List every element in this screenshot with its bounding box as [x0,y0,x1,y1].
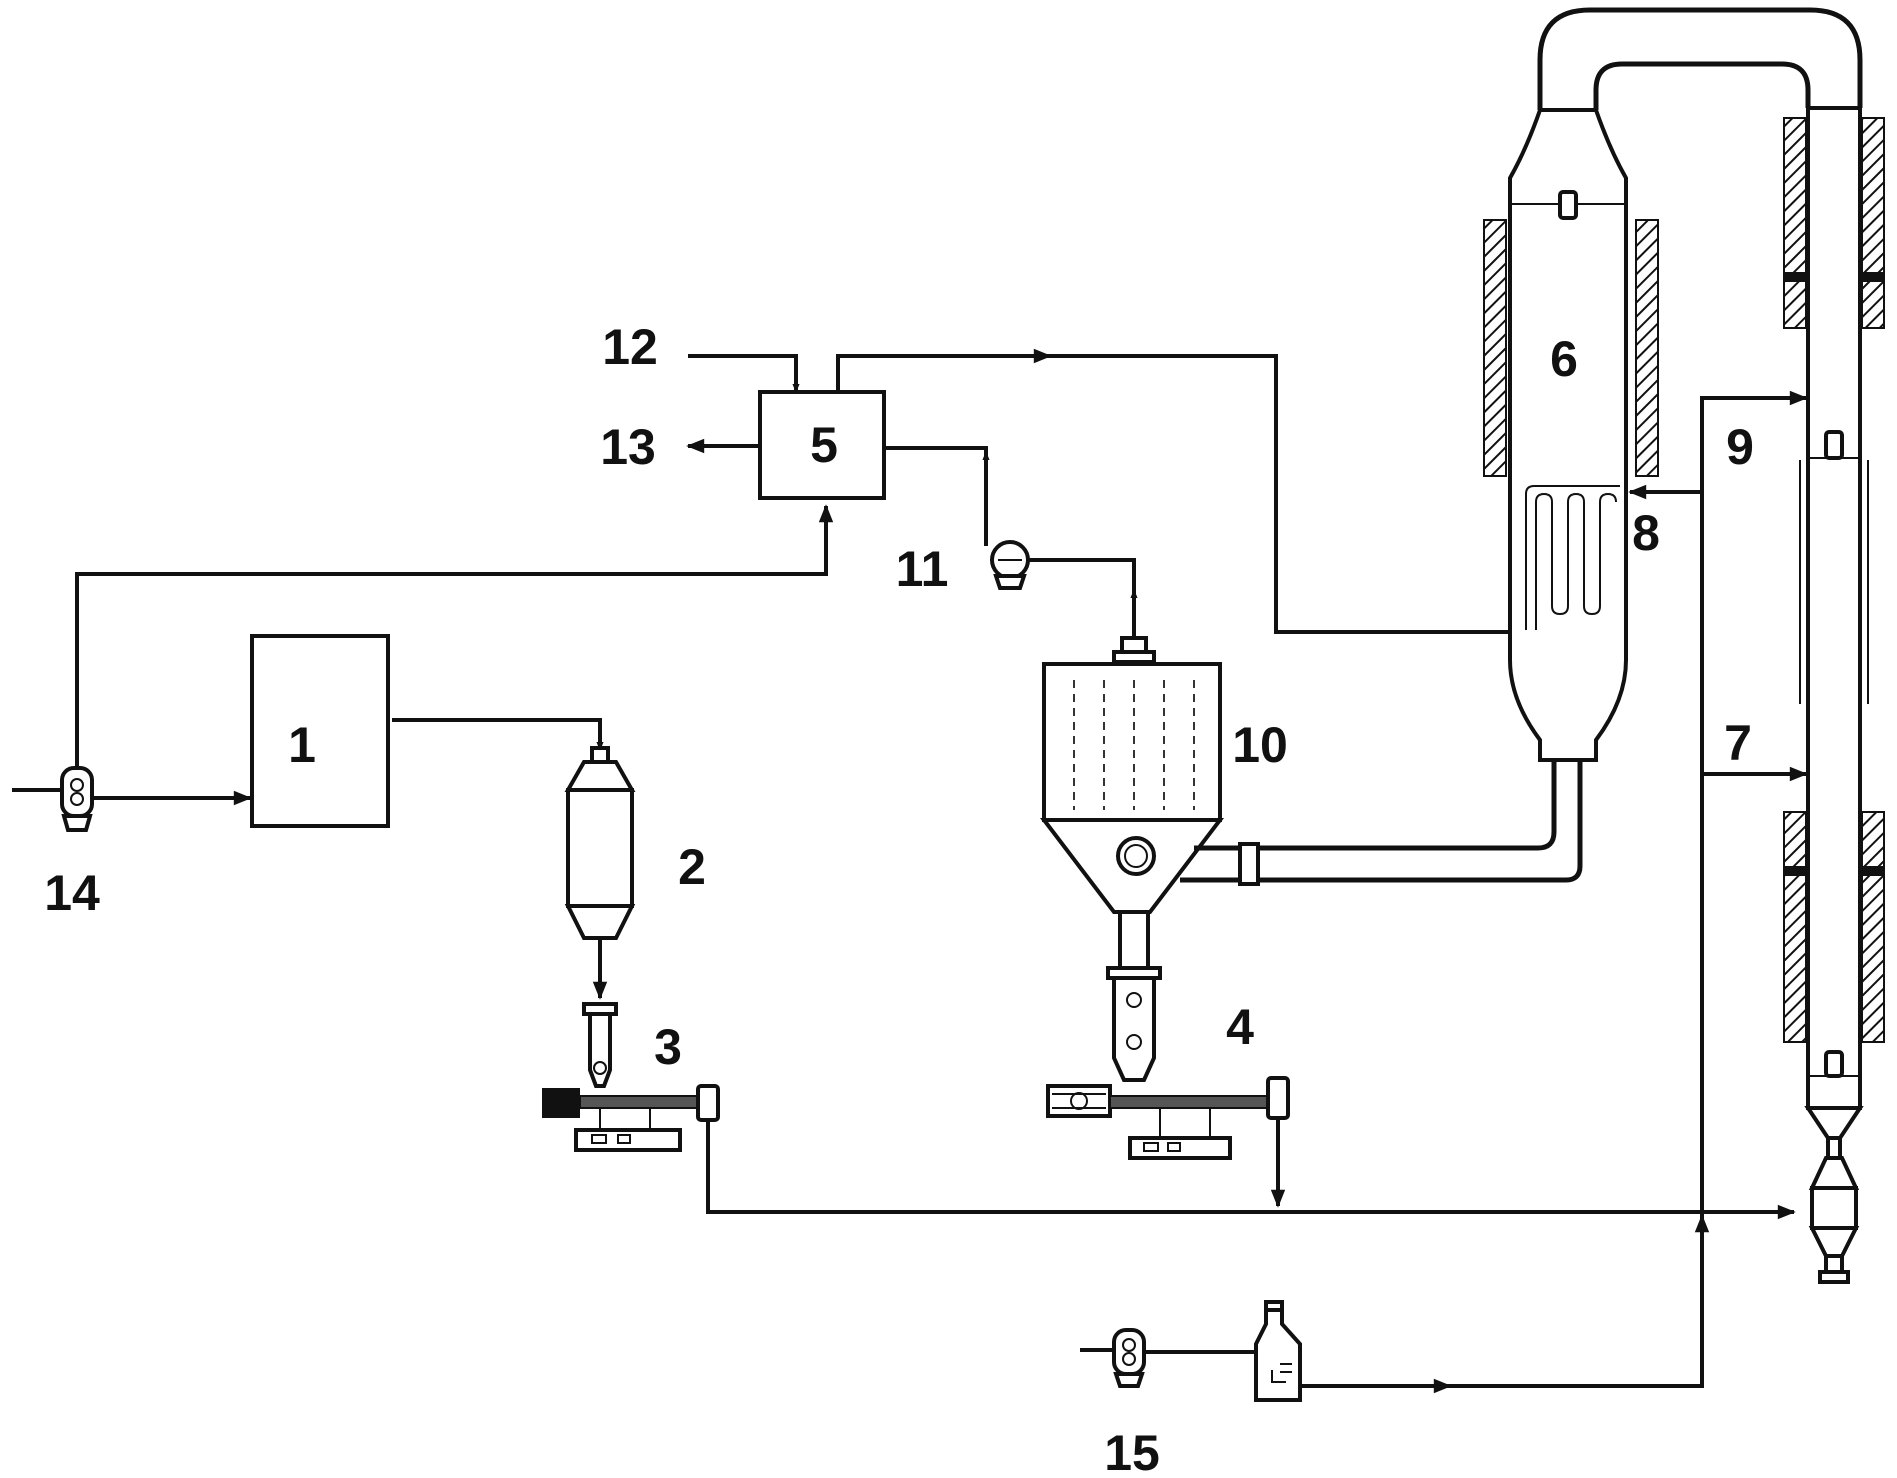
tank-15 [1254,1300,1302,1402]
pump-11 [990,540,1030,590]
screw-feeder-4 [1046,966,1290,1160]
pipe-5-to-6 [836,354,1527,640]
label-8: 8 [1632,505,1660,561]
riser-reactor [1783,106,1885,1284]
pipe-10-to-11 [1028,558,1136,636]
blower-15 [1080,1328,1146,1388]
blower-14 [12,766,94,832]
unit-5-box [758,390,886,500]
bag-filter-10 [1039,636,1225,972]
pipe-1-to-2 [392,718,604,751]
screw-feeder-3 [542,1002,720,1152]
label-6: 6 [1550,331,1578,387]
label-10: 10 [1232,717,1288,773]
label-13: 13 [600,419,656,475]
pipe-11-to-5 [884,446,988,546]
pipe-3-to-riser [706,1120,1796,1220]
pipe-6-to-10 [1194,750,1557,851]
label-4: 4 [1226,999,1254,1055]
label-12: 12 [602,319,658,375]
label-2: 2 [678,839,706,895]
label-9: 9 [1726,419,1754,475]
unit-1-box [250,634,390,828]
label-5: 5 [810,417,838,473]
filter-2 [564,746,636,940]
label-3: 3 [654,1019,682,1075]
label-1: 1 [288,717,316,773]
pipe-12-to-5 [688,354,800,393]
label-15: 15 [1104,1425,1160,1478]
heater-6 [1483,7,1863,762]
pipe-14-to-5 [75,504,834,768]
label-14: 14 [44,865,100,921]
label-11: 11 [896,541,949,597]
label-7: 7 [1724,715,1752,771]
